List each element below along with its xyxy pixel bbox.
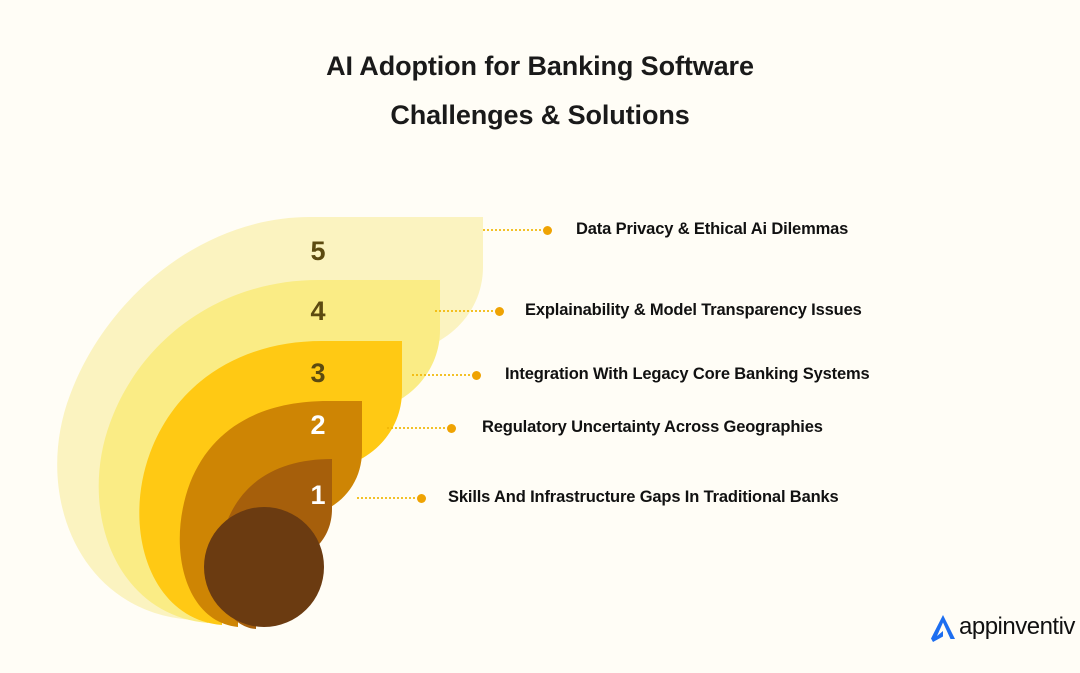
connector-dot-4 bbox=[495, 306, 504, 316]
appinventiv-logo-text: appinventiv bbox=[959, 613, 1075, 640]
connector-line-2 bbox=[387, 427, 445, 429]
band-number-1: 1 bbox=[310, 480, 325, 510]
band-number-5: 5 bbox=[310, 236, 325, 266]
connector-line-3 bbox=[412, 374, 470, 376]
band-number-2: 2 bbox=[310, 410, 325, 440]
item-label-5: Data Privacy & Ethical Ai Dilemmas bbox=[576, 220, 849, 238]
item-label-4: Explainability & Model Transparency Issu… bbox=[525, 301, 862, 319]
page-title: AI Adoption for Banking Software Challen… bbox=[0, 50, 1080, 133]
connector-2 bbox=[387, 420, 459, 436]
connector-dot-5 bbox=[543, 225, 552, 235]
item-label-3: Integration With Legacy Core Banking Sys… bbox=[505, 365, 870, 383]
appinventiv-logo[interactable]: appinventiv bbox=[928, 612, 1075, 642]
item-label-1: Skills And Infrastructure Gaps In Tradit… bbox=[448, 488, 839, 506]
spiral-diagram: 5 4 3 2 1 bbox=[57, 217, 483, 629]
appinventiv-logo-icon bbox=[931, 615, 955, 642]
band-number-3: 3 bbox=[310, 358, 325, 388]
connector-line-5 bbox=[483, 229, 541, 231]
title-line-primary: AI Adoption for Banking Software bbox=[326, 51, 754, 81]
connector-line-4 bbox=[435, 310, 493, 312]
connector-4 bbox=[435, 303, 507, 319]
connector-dot-3 bbox=[472, 370, 481, 380]
connector-dot-1 bbox=[417, 493, 426, 503]
connector-3 bbox=[412, 367, 484, 383]
connector-line-1 bbox=[357, 497, 415, 499]
connector-1 bbox=[357, 490, 429, 506]
item-label-2: Regulatory Uncertainty Across Geographie… bbox=[482, 418, 823, 436]
connector-dot-2 bbox=[447, 423, 456, 433]
connector-5 bbox=[483, 222, 555, 238]
center-circle[interactable] bbox=[204, 507, 324, 627]
title-line-secondary: Challenges & Solutions bbox=[390, 99, 690, 130]
band-number-4: 4 bbox=[310, 296, 325, 326]
